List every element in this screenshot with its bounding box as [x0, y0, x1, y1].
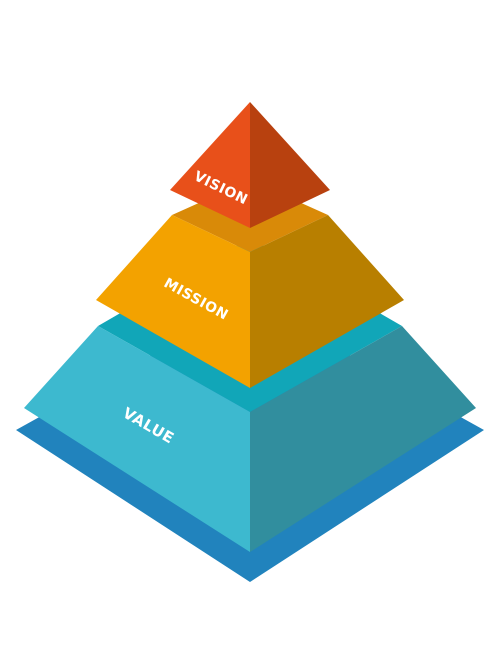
vision-right-face	[250, 102, 330, 228]
value-right-face	[250, 326, 476, 552]
value-left-face	[24, 326, 250, 552]
tier-vision: VISION	[170, 102, 330, 228]
vision-left-face	[170, 102, 250, 228]
mission-left-face	[96, 215, 250, 388]
mission-right-face	[250, 215, 404, 388]
